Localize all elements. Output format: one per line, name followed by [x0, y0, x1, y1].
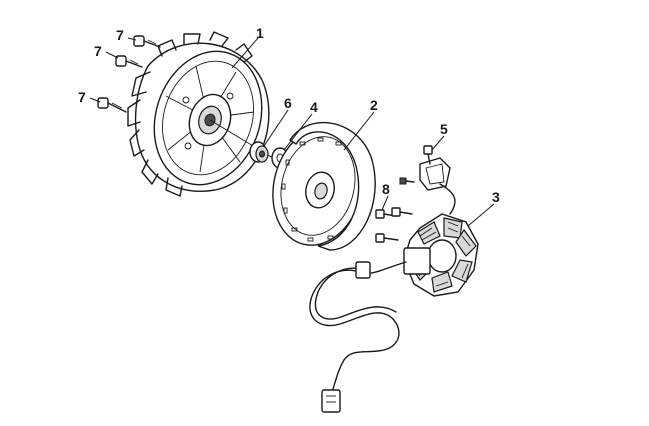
- leader-6: [263, 109, 289, 147]
- flywheel-cover-part: [127, 31, 270, 197]
- leader-4: [283, 113, 313, 151]
- leader-1: [231, 37, 259, 69]
- callout-7-bottom: 7: [78, 89, 86, 105]
- wiring-harness: [309, 183, 456, 413]
- leader-7a: [127, 37, 137, 41]
- screw-small: [399, 177, 415, 185]
- callout-7-middle: 7: [94, 43, 102, 59]
- leader-7c: [89, 97, 101, 103]
- callout-3: 3: [492, 189, 500, 205]
- callout-4: 4: [310, 99, 318, 115]
- bolt-7-middle: [115, 55, 143, 68]
- stator-part: [403, 213, 479, 297]
- callout-6: 6: [284, 95, 292, 111]
- leader-5: [431, 135, 445, 151]
- callout-5: 5: [440, 121, 448, 137]
- callout-2: 2: [370, 97, 378, 113]
- leader-3: [467, 203, 495, 227]
- bolt-7-top: [133, 35, 161, 48]
- leader-7b: [105, 51, 119, 59]
- rotor-part: [272, 121, 376, 251]
- callout-1: 1: [256, 25, 264, 41]
- nut-part-6: [249, 141, 269, 163]
- callout-8: 8: [382, 181, 390, 197]
- leader-2: [343, 111, 375, 151]
- bolt-8-bottom: [375, 233, 399, 243]
- bolt-8-middle: [391, 207, 413, 217]
- bolt-7-bottom: [97, 97, 127, 113]
- pickup-coil-part-5: [419, 145, 451, 191]
- callout-7-top: 7: [116, 27, 124, 43]
- leader-8: [381, 195, 389, 211]
